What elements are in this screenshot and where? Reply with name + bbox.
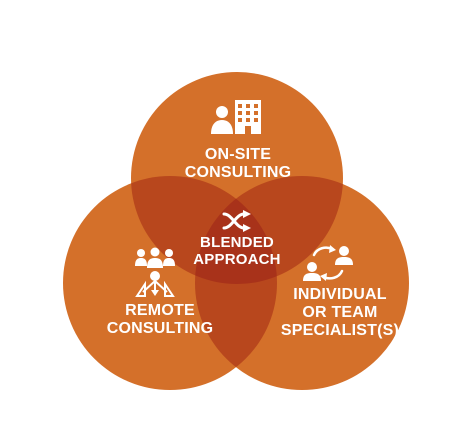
remote-consulting-label: REMOTE CONSULTING — [106, 302, 214, 337]
individual-or-team-specialists-label: INDIVIDUAL OR TEAM SPECIALIST(S) — [280, 286, 400, 339]
overlap-center — [195, 176, 277, 284]
on-site-consulting-label: ON-SITE CONSULTING — [184, 146, 292, 181]
person-with-building-icon — [211, 100, 261, 134]
group-with-arrows-icon — [135, 247, 175, 297]
people-exchange-icon — [303, 245, 353, 281]
blended-approach-label: BLENDED APPROACH — [193, 234, 281, 268]
shuffle-icon — [222, 210, 251, 232]
